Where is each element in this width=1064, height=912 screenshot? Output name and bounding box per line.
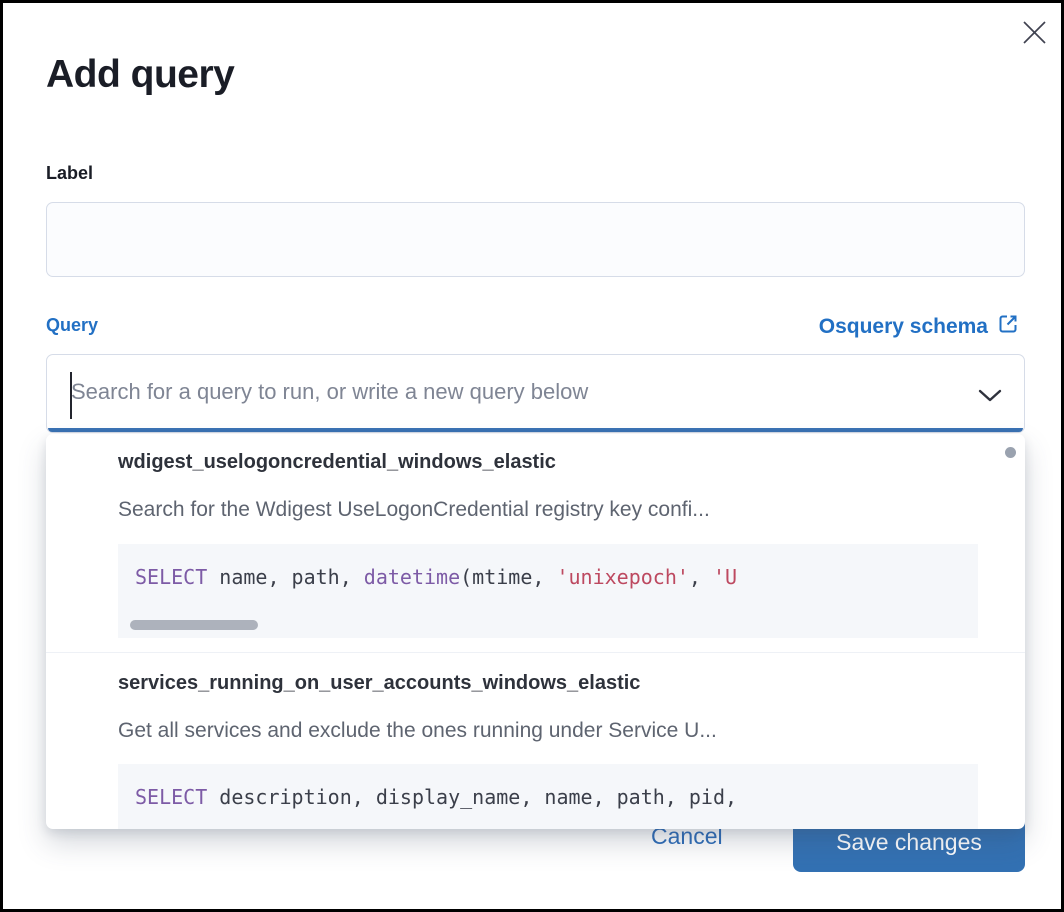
sql-code-line: SELECT name, path, datetime(mtime, 'unix…: [118, 544, 978, 591]
vertical-scrollbar-thumb[interactable]: [1005, 447, 1016, 458]
query-option-title: wdigest_uselogoncredential_windows_elast…: [118, 451, 556, 473]
option-divider: [46, 652, 1025, 653]
sql-token: name, path,: [207, 565, 364, 589]
query-option-description: Search for the Wdigest UseLogonCredentia…: [118, 498, 710, 521]
query-search-combobox: [46, 354, 1025, 433]
sql-token: (mtime,: [460, 565, 557, 589]
chevron-down-icon[interactable]: [976, 381, 1004, 409]
horizontal-scrollbar-thumb[interactable]: [130, 620, 258, 630]
text-cursor: [70, 372, 72, 419]
sql-token: SELECT: [135, 565, 208, 589]
close-button[interactable]: [1018, 18, 1050, 50]
sql-token: ,: [688, 565, 713, 589]
query-option-title: services_running_on_user_accounts_window…: [118, 672, 641, 694]
label-field-label: Label: [46, 163, 94, 183]
close-icon: [1021, 19, 1048, 49]
sql-code-line: SELECT description, display_name, name, …: [118, 764, 978, 811]
query-option-wdigest[interactable]: wdigest_uselogoncredential_windows_elast…: [46, 434, 1025, 638]
page-title: Add query: [46, 53, 235, 96]
sql-token: datetime: [363, 565, 461, 589]
query-code-preview: SELECT description, display_name, name, …: [118, 764, 978, 829]
sql-token: description, display_name, name, path, p…: [207, 785, 738, 809]
query-field-label: Query: [46, 315, 99, 335]
sql-token: 'unixepoch': [556, 565, 689, 589]
label-input[interactable]: [46, 202, 1025, 277]
osquery-schema-link-label: Osquery schema: [818, 315, 988, 338]
sql-token: SELECT: [135, 785, 208, 809]
search-input[interactable]: [71, 356, 958, 427]
focus-underline: [48, 428, 1023, 432]
query-suggestions-dropdown: wdigest_uselogoncredential_windows_elast…: [46, 434, 1025, 829]
sql-token: 'U: [713, 565, 738, 589]
query-option-description: Get all services and exclude the ones ru…: [118, 719, 717, 742]
external-link-icon: [997, 313, 1019, 341]
osquery-schema-link[interactable]: Osquery schema: [819, 313, 1019, 341]
query-option-services[interactable]: services_running_on_user_accounts_window…: [46, 653, 1025, 829]
query-code-preview: SELECT name, path, datetime(mtime, 'unix…: [118, 544, 978, 638]
